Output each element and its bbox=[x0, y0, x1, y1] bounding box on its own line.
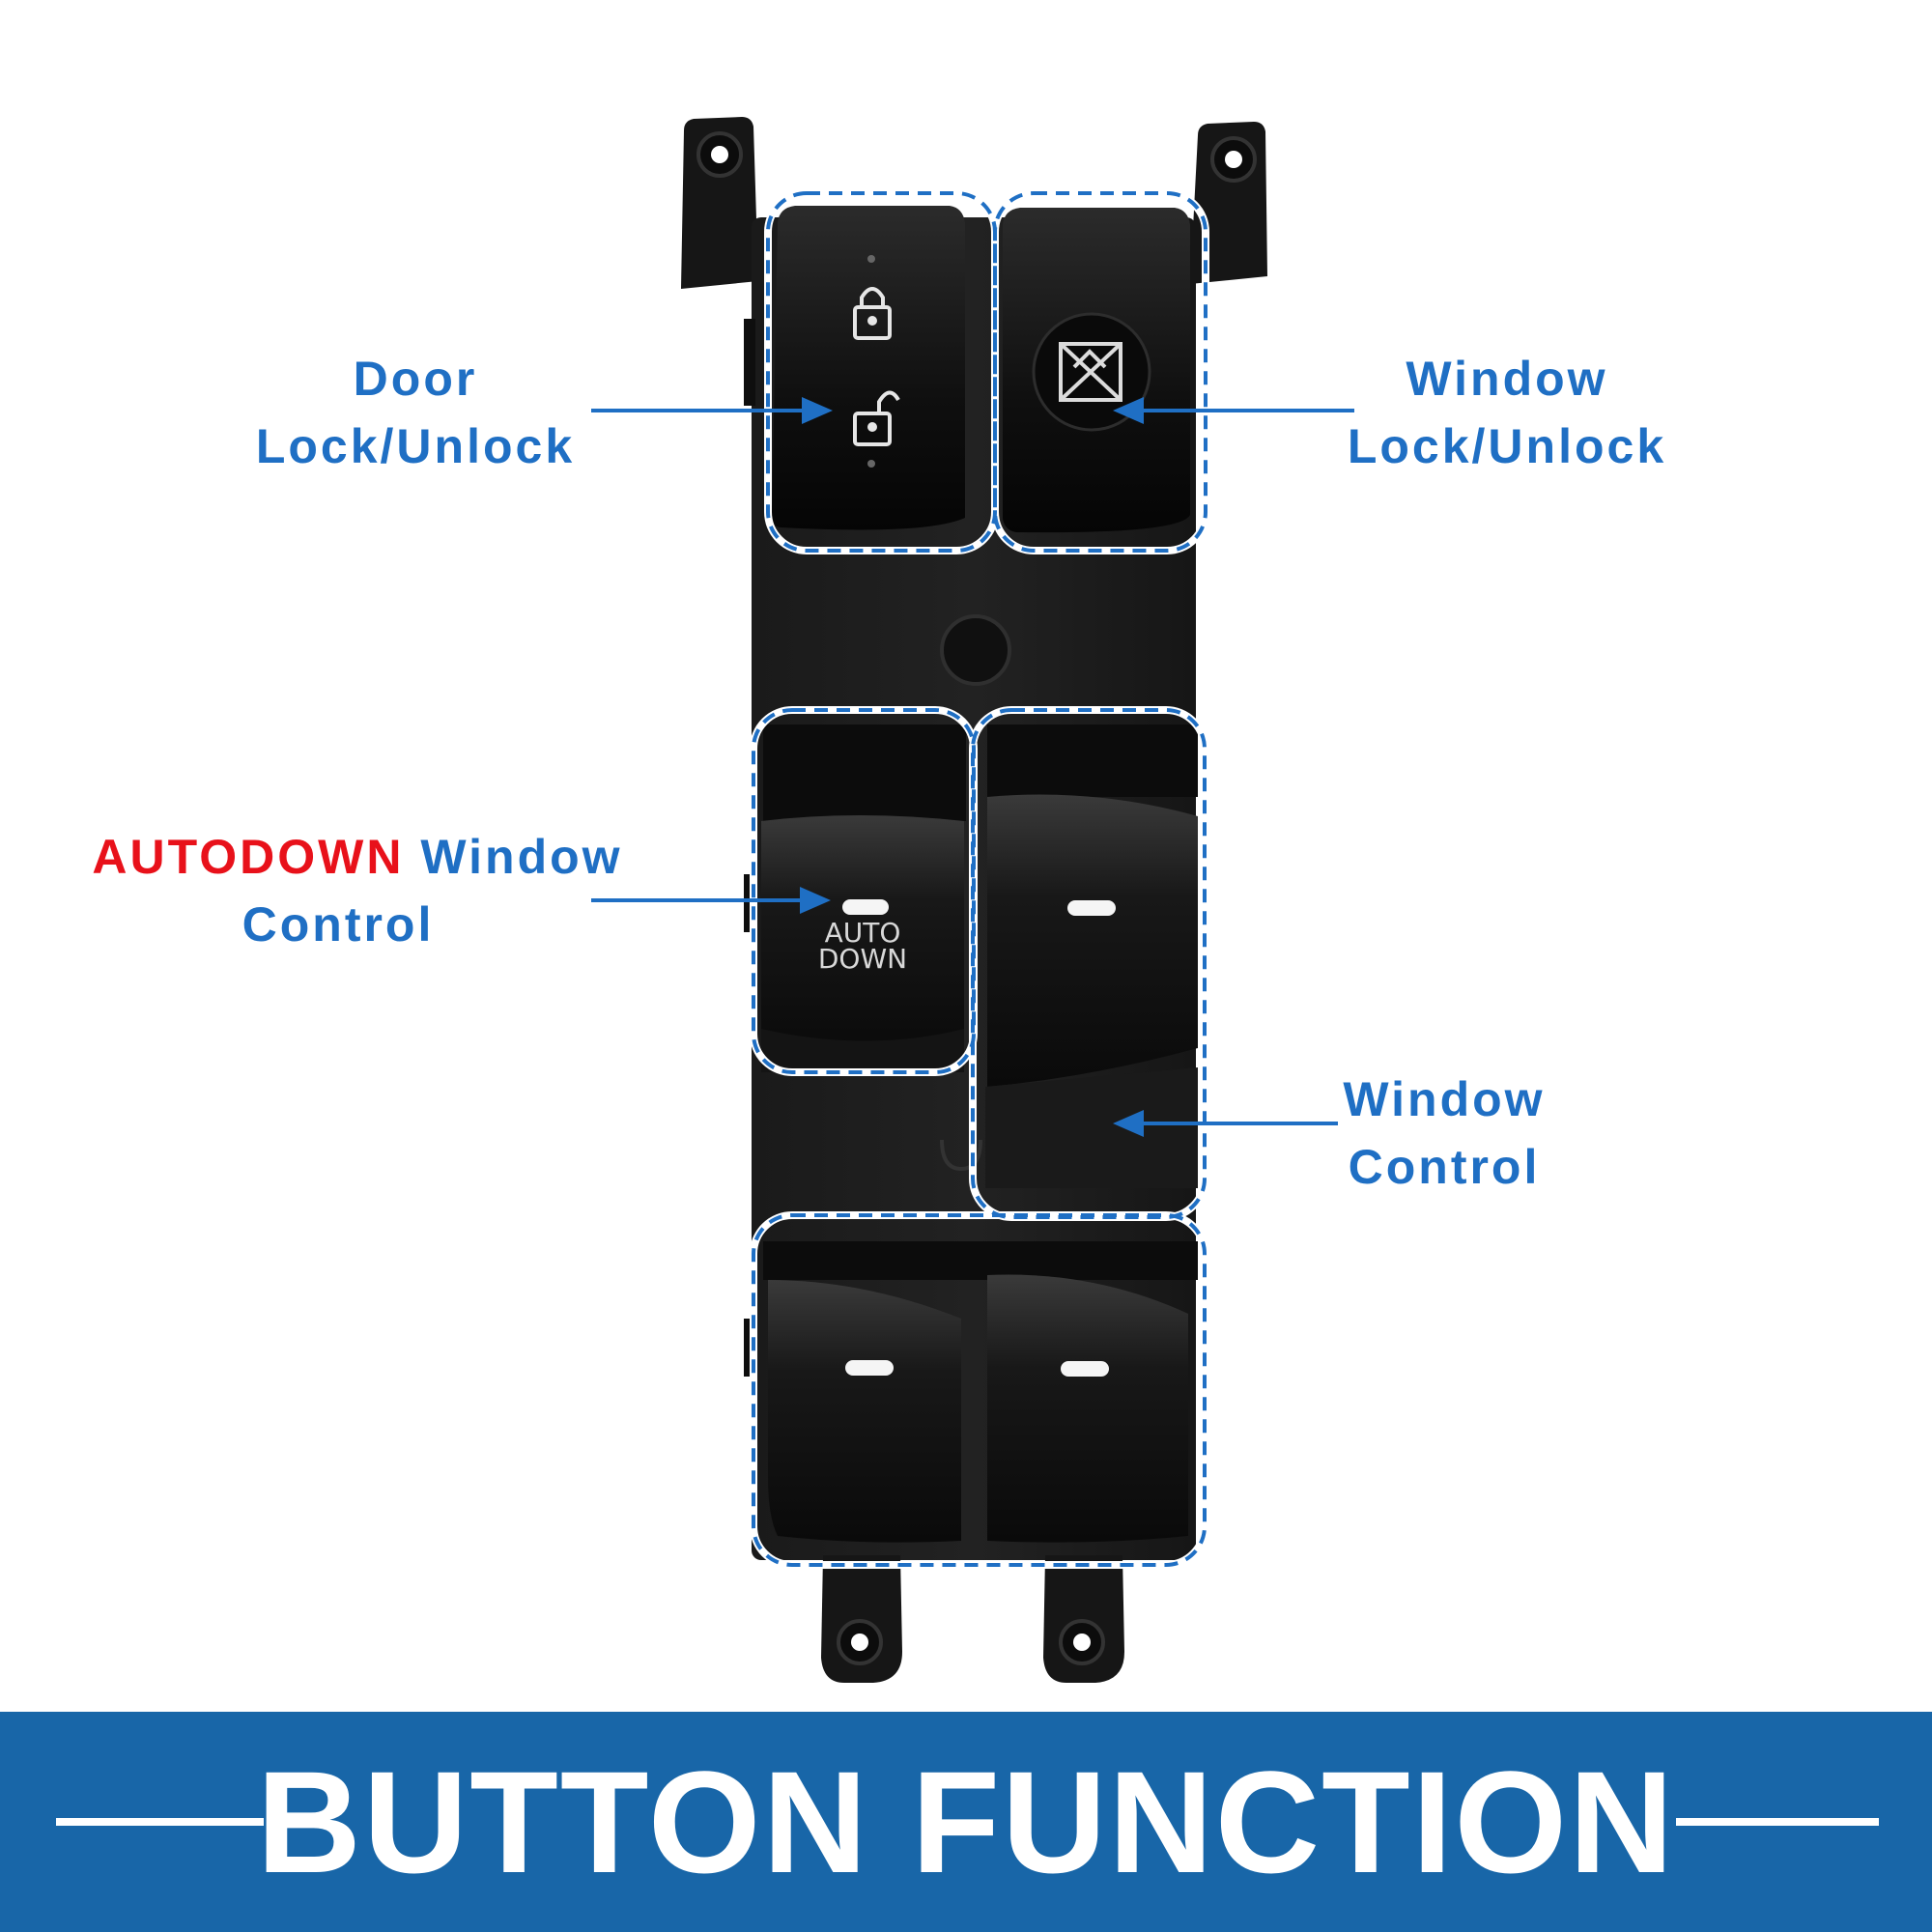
window-lock-arrow bbox=[1113, 397, 1354, 424]
unlock-icon bbox=[853, 390, 900, 446]
window-lock-icon bbox=[1059, 342, 1122, 402]
top-mounting-tabs bbox=[681, 117, 1267, 289]
bottom-mounting-tabs bbox=[821, 1555, 1124, 1683]
window-control-arrow bbox=[1113, 1110, 1338, 1137]
banner-title: BUTTON FUNCTION bbox=[256, 1741, 1676, 1903]
autodown-arrow bbox=[591, 887, 831, 914]
autodown-label-line1: AUTODOWN Window bbox=[19, 823, 696, 891]
autodown-highlight: AUTODOWN bbox=[92, 830, 405, 884]
rear-right-indicator-icon bbox=[1061, 1361, 1109, 1377]
rear-left-indicator-icon bbox=[845, 1360, 894, 1376]
window-lock-label: Window Lock/Unlock bbox=[1275, 345, 1739, 480]
banner-rule-left bbox=[56, 1818, 264, 1826]
autodown-indicator-icon bbox=[842, 899, 889, 915]
door-lock-label-line2: Lock/Unlock bbox=[255, 419, 576, 473]
window-control-switch bbox=[940, 724, 1198, 1188]
window-control-label: Window Control bbox=[1256, 1065, 1633, 1201]
window-lock-switch bbox=[1003, 208, 1190, 533]
down-label: DOWN bbox=[818, 943, 907, 975]
window-indicator-icon bbox=[1067, 900, 1116, 916]
highlight-outlines bbox=[750, 189, 1209, 1569]
autodown-window-word: Window bbox=[420, 830, 623, 884]
autodown-label-line2: Control bbox=[242, 897, 435, 952]
window-lock-label-line2: Lock/Unlock bbox=[1347, 419, 1667, 473]
auto-label: AUTO bbox=[825, 917, 901, 949]
autodown-window-switch: AUTO DOWN bbox=[761, 724, 966, 1072]
window-control-label-line2: Control bbox=[1348, 1140, 1541, 1194]
rear-window-switches bbox=[763, 1241, 1198, 1543]
door-lock-label-line1: Door bbox=[353, 352, 478, 406]
door-lock-label: Door Lock/Unlock bbox=[193, 345, 638, 480]
callout-arrows bbox=[591, 397, 1354, 1137]
autodown-window-control-label: AUTODOWN Window Control bbox=[19, 823, 696, 958]
bottom-banner bbox=[0, 1712, 1932, 1932]
window-control-label-line1: Window bbox=[1343, 1072, 1546, 1126]
lock-icon bbox=[853, 287, 892, 340]
center-round-button bbox=[940, 614, 1011, 686]
banner-rule-right bbox=[1676, 1818, 1879, 1826]
window-lock-label-line1: Window bbox=[1406, 352, 1608, 406]
door-lock-switch bbox=[772, 206, 965, 530]
door-lock-arrow bbox=[591, 397, 833, 424]
